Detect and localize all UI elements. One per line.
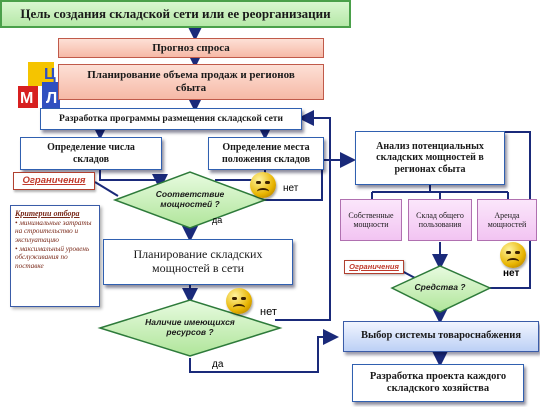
criteria-item: • минимальные затраты на строительство и… xyxy=(15,218,92,244)
planning-sales-text: Планирование объема продаж и регионов сб… xyxy=(87,69,295,94)
diamond-means-shape xyxy=(390,265,492,313)
rent-capacity-box: Аренда мощностей xyxy=(477,199,537,241)
logo-letter-l: Л xyxy=(46,90,58,107)
diamond-resources-shape xyxy=(97,299,283,357)
title-text: Цель создания складской сети или ее реор… xyxy=(20,5,331,21)
define-place-box: Определение места положения складов xyxy=(208,137,324,170)
forecast-box: Прогноз спроса xyxy=(58,38,324,58)
arrow-diamond2-yes xyxy=(189,329,339,373)
answer-no-2: нет xyxy=(260,306,277,318)
diamond-correspondence-text: Соответствие мощностей ? xyxy=(155,189,225,209)
public-warehouse-box: Склад общего пользования xyxy=(408,199,472,241)
develop-project-text: Разработка проекта каждого складского хо… xyxy=(369,370,507,394)
arrow-restrictions-diamond xyxy=(94,181,119,197)
diamond-correspondence: Соответствие мощностей ? xyxy=(140,186,240,214)
criteria-heading: Критерии отбора xyxy=(15,209,80,218)
analysis-box: Анализ потенциальных складских мощностей… xyxy=(355,131,505,185)
diamond-resources-text: Наличие имеющихся ресурсов ? xyxy=(145,317,235,337)
diamond-resources: Наличие имеющихся ресурсов ? xyxy=(140,313,240,343)
program-text: Разработка программы размещения складско… xyxy=(59,113,283,124)
restrictions-right-text: Ограничения xyxy=(349,261,399,271)
own-capacity-text: Собственные мощности xyxy=(348,210,394,229)
frowning-face-icon xyxy=(226,288,252,314)
forecast-text: Прогноз спроса xyxy=(152,41,230,54)
choose-system-text: Выбор системы товароснабжения xyxy=(360,330,522,342)
define-place-text: Определение места положения складов xyxy=(221,142,310,165)
planning-capacity-box: Планирование складских мощностей в сети xyxy=(103,239,293,285)
define-number-box: Определение числа складов xyxy=(20,137,162,170)
planning-sales-box: Планирование объема продаж и регионов сб… xyxy=(58,64,324,100)
logo: Ц М Л xyxy=(18,62,64,112)
arrow-number-diamond xyxy=(99,170,168,190)
answer-yes-1: да xyxy=(212,215,223,225)
criteria-item-text: максимальный уровень обслуживания по пос… xyxy=(15,244,90,270)
title-box: Цель создания складской сети или ее реор… xyxy=(0,0,351,28)
diamond-correspondence-shape xyxy=(112,171,268,229)
criteria-item: • максимальный уровень обслуживания по п… xyxy=(15,244,90,270)
arrow-diamond2-no xyxy=(275,110,331,321)
diamond-means: Средства ? xyxy=(410,276,470,300)
develop-project-box: Разработка проекта каждого складского хо… xyxy=(352,364,524,402)
program-box: Разработка программы размещения складско… xyxy=(40,108,302,130)
answer-no-1: нет xyxy=(283,183,299,194)
analysis-text: Анализ потенциальных складских мощностей… xyxy=(376,140,484,175)
criteria-item-text: минимальные затраты на строительство и э… xyxy=(15,218,92,244)
choose-system-box: Выбор системы товароснабжения xyxy=(343,321,539,352)
frowning-face-icon xyxy=(250,172,276,198)
diamond-means-text: Средства ? xyxy=(414,282,466,293)
frowning-face-icon xyxy=(500,242,526,268)
answer-no-3: нет xyxy=(503,268,520,279)
arrow-diamond1-no xyxy=(245,152,356,201)
restrictions-left-box: Ограничения xyxy=(13,172,95,190)
public-warehouse-text: Склад общего пользования xyxy=(416,210,464,229)
logo-letter-m: М xyxy=(20,90,34,107)
planning-capacity-text: Планирование складских мощностей в сети xyxy=(133,247,263,275)
rent-capacity-text: Аренда мощностей xyxy=(487,210,527,229)
own-capacity-box: Собственные мощности xyxy=(340,199,402,241)
define-number-text: Определение числа складов xyxy=(47,142,135,165)
criteria-box: Критерии отбора • минимальные затраты на… xyxy=(10,205,100,307)
restrictions-left-text: Ограничения xyxy=(22,174,86,186)
answer-yes-2: да xyxy=(212,359,224,370)
restrictions-right-box: Ограничения xyxy=(344,260,404,274)
logo-letter-c: Ц xyxy=(44,66,56,83)
